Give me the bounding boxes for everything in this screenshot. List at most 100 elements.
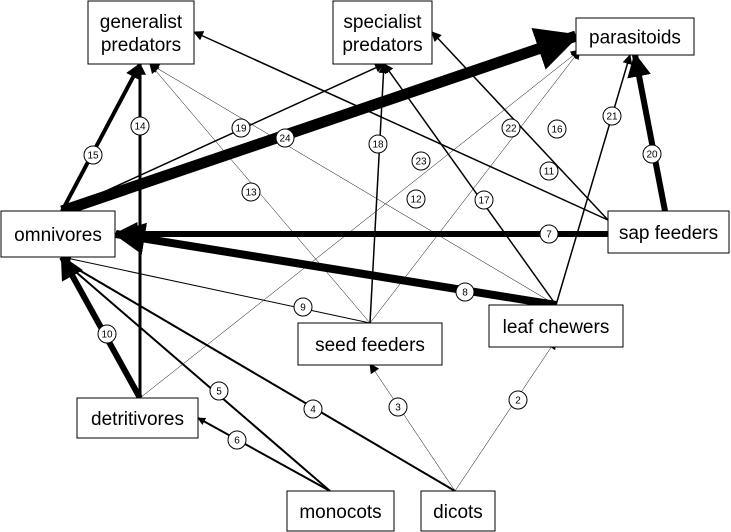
- node-box: [297, 322, 443, 366]
- edge-dicots-to-seedfeeders: [369, 363, 456, 492]
- edge-label-circle: [209, 381, 229, 401]
- node-label: omnivores: [14, 225, 102, 246]
- node-box: [488, 304, 624, 348]
- edge-label-text: 3: [395, 403, 401, 414]
- edge-label-circle: [406, 189, 426, 209]
- edge-label-circle: [539, 161, 559, 181]
- node-label: predators: [101, 35, 181, 56]
- edge-label-8: 8: [455, 282, 475, 302]
- edge-label-text: 13: [245, 188, 257, 199]
- node-box: [87, 0, 195, 65]
- edge-label-text: 6: [234, 436, 240, 447]
- edge-label-circle: [539, 224, 559, 244]
- edge-label-circle: [227, 430, 247, 450]
- edge-label-circle: [501, 118, 521, 138]
- edge-label-6: 6: [227, 430, 247, 450]
- node-omnivores: omnivores: [0, 210, 116, 258]
- edge-label-circle: [97, 324, 117, 344]
- edge-label-9: 9: [293, 297, 313, 317]
- edge-label-13: 13: [241, 182, 261, 202]
- edge-omnivores-to-generalist: [60, 62, 142, 212]
- edge-omnivores-to-parasitoids: [60, 27, 581, 217]
- edge-sapfeeders-to-parasitoids: [627, 52, 668, 212]
- node-box: [76, 397, 199, 439]
- edge-label-15: 15: [83, 145, 103, 165]
- edge-leafchewers-to-omnivores: [112, 222, 557, 309]
- edge-label-14: 14: [130, 116, 150, 136]
- node-box: [332, 0, 433, 65]
- edge-omnivores-to-specialist: [61, 63, 385, 212]
- edge-label-5: 5: [209, 381, 229, 401]
- edge-label-circle: [231, 118, 251, 138]
- node-label: detritivores: [91, 409, 184, 430]
- edge-label-text: 10: [101, 330, 113, 341]
- node-label: dicots: [433, 502, 483, 523]
- edge-label-circle: [602, 106, 622, 126]
- node-dicots: dicots: [420, 490, 496, 532]
- edge-label-text: 23: [415, 157, 427, 168]
- node-sapfeeders: sap feeders: [607, 210, 730, 254]
- edge-label-20: 20: [642, 144, 662, 164]
- edge-dicots-to-leafchewers: [454, 339, 557, 492]
- edge-seedfeeders-to-parasitoids: [369, 49, 581, 324]
- edge-leafchewers-to-specialist: [383, 63, 557, 306]
- edge-label-text: 11: [544, 167, 555, 178]
- node-box: [575, 17, 695, 56]
- edge-label-text: 17: [478, 196, 490, 207]
- edge-label-text: 2: [515, 396, 521, 407]
- edge-label-10: 10: [97, 324, 117, 344]
- edge-label-23: 23: [411, 151, 431, 171]
- node-box: [420, 490, 496, 532]
- edge-label-circle: [508, 390, 528, 410]
- edge-label-circle: [241, 182, 261, 202]
- edge-label-text: 15: [87, 151, 99, 162]
- edge-label-text: 5: [216, 387, 222, 398]
- node-label: predators: [342, 35, 422, 56]
- node-label: leaf chewers: [503, 317, 610, 338]
- edge-label-circle: [368, 134, 388, 154]
- edge-label-circle: [411, 151, 431, 171]
- edge-label-2: 2: [508, 390, 528, 410]
- edge-label-text: 8: [462, 288, 468, 299]
- node-detritivores: detritivores: [76, 397, 199, 439]
- edge-label-text: 7: [546, 230, 552, 241]
- edge-monocots-to-omnivores: [61, 259, 331, 492]
- node-label: parasitoids: [589, 28, 681, 49]
- edge-label-text: 12: [410, 195, 422, 206]
- edge-label-text: 24: [279, 134, 291, 145]
- edge-label-circle: [547, 119, 567, 139]
- node-label: seed feeders: [315, 335, 425, 356]
- node-label: sap feeders: [619, 223, 718, 244]
- node-monocots: monocots: [286, 490, 395, 532]
- edge-label-circle: [83, 145, 103, 165]
- node-label: specialist: [343, 12, 422, 33]
- edge-dicots-to-omnivores: [61, 259, 456, 492]
- edge-label-17: 17: [474, 190, 494, 210]
- edge-label-circle: [474, 190, 494, 210]
- node-box: [0, 210, 116, 258]
- edge-label-18: 18: [368, 134, 388, 154]
- edge-label-text: 18: [372, 140, 384, 151]
- edge-label-12: 12: [406, 189, 426, 209]
- edge-label-21: 21: [602, 106, 622, 126]
- edge-sapfeeders-to-generalist: [193, 31, 609, 221]
- edge-label-text: 4: [310, 405, 316, 416]
- node-box: [286, 490, 395, 532]
- edge-label-text: 21: [606, 112, 618, 123]
- node-label: generalist: [100, 12, 183, 33]
- edge-label-text: 9: [300, 303, 306, 314]
- edge-label-circle: [130, 116, 150, 136]
- edge-label-7: 7: [539, 224, 559, 244]
- edge-detritivores-to-parasitoids: [139, 49, 581, 399]
- edge-label-text: 16: [551, 125, 563, 136]
- edge-leafchewers-to-generalist: [149, 63, 557, 306]
- edge-label-text: 19: [235, 124, 247, 135]
- edge-label-22: 22: [501, 118, 521, 138]
- edge-label-11: 11: [539, 161, 559, 181]
- edge-label-circle: [642, 144, 662, 164]
- node-box: [607, 210, 730, 254]
